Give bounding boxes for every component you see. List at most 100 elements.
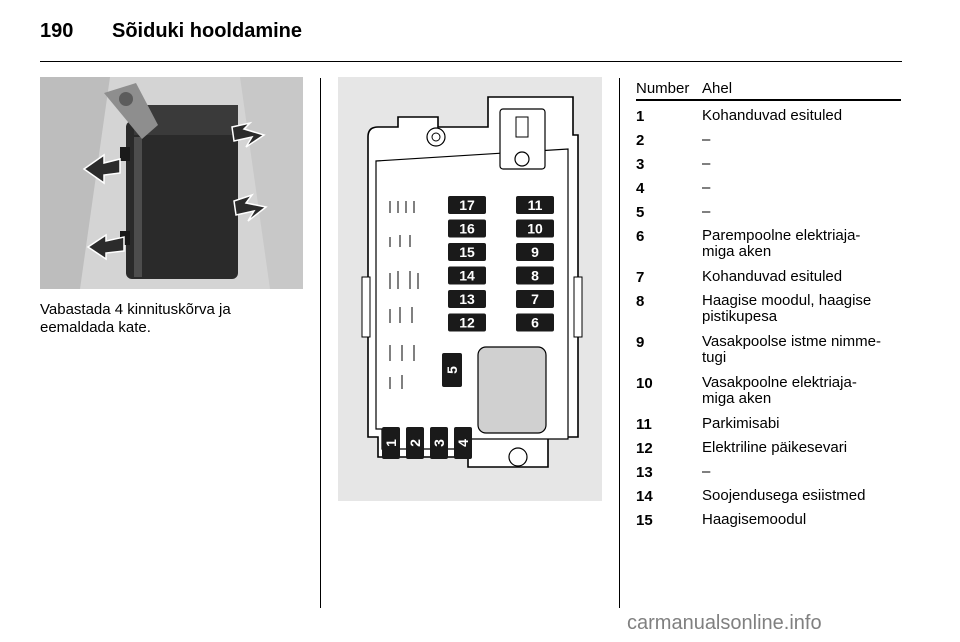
fuse-17: 17	[448, 196, 486, 214]
fuse-label: 17	[459, 197, 475, 213]
fuse-circuit-line-1: Vasakpoolse istme nimme-	[702, 333, 881, 350]
page-number: 190	[40, 20, 74, 42]
fuse-circuit-line-1: Elektriline päikesevari	[702, 439, 848, 456]
fuse-16: 16	[448, 219, 486, 238]
fuse-13: 13	[448, 290, 486, 308]
column-header-number: Number	[636, 80, 690, 97]
fuse-15: 15	[448, 243, 486, 261]
caption-line-2: eemaldada kate.	[40, 319, 151, 336]
fuse-number: 4	[636, 180, 645, 197]
fuse-label: 2	[407, 439, 423, 447]
fuse-9: 9	[516, 243, 554, 261]
fuse-label: 16	[459, 221, 475, 237]
fuse-circuit: –	[702, 156, 902, 172]
fuse-label: 6	[531, 315, 539, 331]
fuse-number: 3	[636, 156, 645, 173]
fuse-6: 6	[516, 313, 554, 332]
fuse-7: 7	[516, 290, 554, 308]
fuse-circuit: –	[702, 464, 902, 480]
fuse-number: 1	[636, 108, 645, 125]
fuse-circuit: Parkimisabi	[702, 416, 902, 432]
fuse-label: 8	[531, 268, 539, 284]
fuse-circuit: Elektriline päikesevari	[702, 440, 902, 456]
caption-line-1: Vabastada 4 kinnituskõrva ja	[40, 301, 231, 318]
fuse-number: 8	[636, 293, 645, 310]
fuse-number: 12	[636, 440, 653, 457]
fuse-4: 4	[454, 427, 472, 459]
fuse-circuit-line-1: Vasakpoolne elektriaja-	[702, 374, 857, 391]
fuse-circuit: Haagisemoodul	[702, 512, 902, 528]
header-rule	[40, 61, 902, 62]
fuse-circuit-line-1: Haagise moodul, haagise	[702, 292, 872, 309]
fuse-circuit-line-1: Kohanduvad esituled	[702, 268, 843, 285]
fuse-10: 10	[516, 219, 554, 238]
fuse-circuit-line-1: Parempoolne elektriaja-	[702, 227, 861, 244]
fuse-circuit: Vasakpoolne elektriaja-miga aken	[702, 375, 902, 407]
page-title: Sõiduki hooldamine	[112, 20, 303, 42]
fuse-label: 10	[527, 221, 543, 237]
fuse-label: 4	[455, 439, 471, 447]
fuse-box-cover-photo	[40, 77, 303, 289]
fuse-circuit: –	[702, 132, 902, 148]
fuse-label: 11	[528, 197, 543, 213]
fuse-8: 8	[516, 266, 554, 285]
fuse-14: 14	[448, 266, 486, 285]
fuse-number: 15	[636, 512, 653, 529]
fuse-circuit-line-2: pistikupesa	[702, 308, 778, 325]
table-header: Number Ahel	[636, 78, 901, 101]
fuse-12: 12	[448, 313, 486, 332]
fuse-circuit: Kohanduvad esituled	[702, 108, 902, 124]
fuse-circuit-line-1: Soojendusega esiistmed	[702, 487, 866, 504]
fuse-circuit: Kohanduvad esituled	[702, 269, 902, 285]
fuse-label: 12	[459, 315, 475, 331]
fuse-box-cover-illustration	[40, 77, 303, 289]
column-divider-left	[320, 78, 321, 608]
fuse-circuit-line-1: –	[702, 155, 711, 172]
fuse-number: 11	[636, 416, 652, 433]
fuse-circuit: Vasakpoolse istme nimme-tugi	[702, 334, 902, 366]
column-header-circuit: Ahel	[702, 80, 733, 97]
fuse-circuit: –	[702, 180, 902, 196]
fuse-circuit: Parempoolne elektriaja-miga aken	[702, 228, 902, 260]
fuse-number: 2	[636, 132, 645, 149]
fuse-circuit-line-1: Kohanduvad esituled	[702, 107, 843, 124]
fuse-number: 13	[636, 464, 653, 481]
fuse-label: 7	[531, 291, 539, 307]
fuse-label: 13	[459, 291, 475, 307]
fuse-circuit-line-1: –	[702, 463, 711, 480]
fuse-circuit-line-2: tugi	[702, 349, 727, 366]
fuse-number: 7	[636, 269, 645, 286]
fuse-3: 3	[430, 427, 448, 459]
fuse-circuit: Soojendusega esiistmed	[702, 488, 902, 504]
fuse-1: 1	[382, 427, 400, 459]
fuse-circuit-line-1: Haagisemoodul	[702, 511, 807, 528]
fuse-number: 9	[636, 334, 645, 351]
fuse-label: 5	[444, 366, 460, 374]
fuse-label: 9	[531, 244, 539, 260]
fuse-5: 5	[442, 353, 462, 387]
column-divider-right	[619, 78, 620, 608]
fuse-11: 11	[516, 196, 554, 214]
fuse-circuit-line-1: –	[702, 179, 711, 196]
fuse-2: 2	[406, 427, 424, 459]
fuse-circuit-line-1: –	[702, 203, 711, 220]
fuse-label: 14	[459, 268, 475, 284]
fuse-label: 3	[431, 439, 447, 447]
photo-caption: Vabastada 4 kinnituskõrva ja eemaldada k…	[40, 301, 310, 337]
fuse-label: 1	[383, 439, 399, 447]
fuse-number: 5	[636, 204, 645, 221]
fuse-number: 14	[636, 488, 653, 505]
release-arrows	[82, 121, 268, 261]
fuse-number: 6	[636, 228, 645, 245]
fuse-circuit-line-1: –	[702, 131, 711, 148]
fuse-circuit-line-2: miga aken	[702, 390, 772, 407]
fuse-label: 15	[459, 244, 475, 260]
fuse-circuit-line-1: Parkimisabi	[702, 415, 780, 432]
watermark: carmanualsonline.info	[627, 612, 822, 634]
contact-marks	[389, 201, 419, 389]
